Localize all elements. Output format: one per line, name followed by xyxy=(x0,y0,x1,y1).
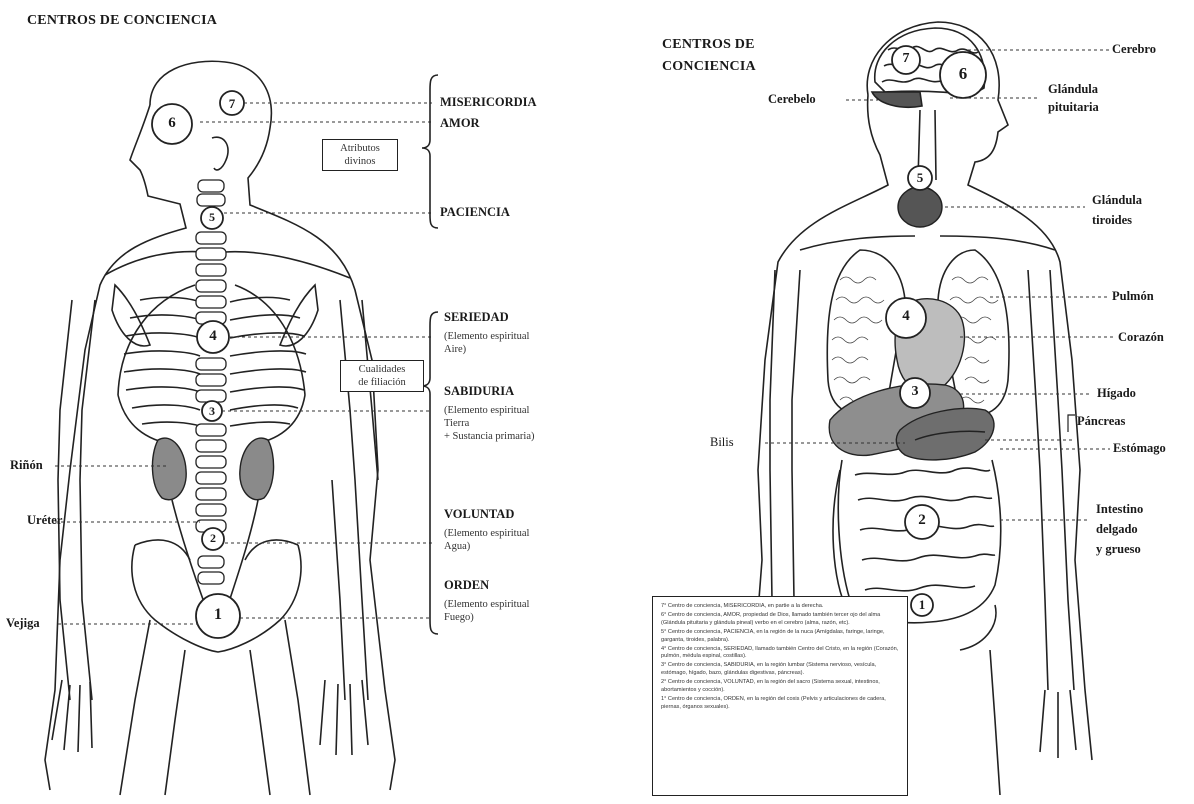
center-4-number: 4 xyxy=(198,328,228,345)
box-atributos-line2: divinos xyxy=(327,155,393,168)
label-paciencia: PACIENCIA xyxy=(440,205,510,219)
label-rinon: Riñón xyxy=(10,458,43,472)
center-5-number: 5 xyxy=(197,210,227,225)
label-seriedad: SERIEDAD xyxy=(444,310,509,324)
box-cualidades-line1: Cualidades xyxy=(345,363,419,376)
legend-item: 4° Centro de conciencia, SERIEDAD, llama… xyxy=(661,646,899,662)
voluntad-sub-2: Agua) xyxy=(444,540,529,553)
box-atributos-divinos: Atributos divinos xyxy=(322,139,398,171)
label-glandula-pituitaria: Glándula pituitaria xyxy=(1048,80,1099,116)
legend-item: 1° Centro de conciencia, ORDEN, en la re… xyxy=(661,696,899,712)
label-amor: AMOR xyxy=(440,116,480,130)
orden-sub-1: (Elemento espiritual xyxy=(444,598,529,611)
label-higado: Hígado xyxy=(1097,386,1136,400)
label-glandula-tiroides: Glándula tiroides xyxy=(1092,190,1142,230)
right-title: CENTROS DE CONCIENCIA xyxy=(662,34,756,78)
label-ureter: Uréter xyxy=(27,513,62,527)
orden-sub-2: Fuego) xyxy=(444,611,529,624)
label-bilis: Bilis xyxy=(710,435,734,449)
legend-item: 5° Centro de conciencia, PACIENCIA, en l… xyxy=(661,629,899,645)
right-center-4-number: 4 xyxy=(891,308,921,325)
sabiduria-sub-2: Tierra xyxy=(444,417,534,430)
sabiduria-sub-1: (Elemento espiritual xyxy=(444,404,534,417)
center-1-number: 1 xyxy=(203,606,233,624)
sabiduria-subtext: (Elemento espiritual Tierra + Sustancia … xyxy=(444,404,534,443)
pituitaria-line2: pituitaria xyxy=(1048,98,1099,116)
legend-item: 7° Centro de conciencia, MISERICORDIA, e… xyxy=(661,603,899,611)
center-7-number: 7 xyxy=(217,96,247,112)
label-corazon: Corazón xyxy=(1118,330,1164,344)
right-center-1-number: 1 xyxy=(907,597,937,613)
seriedad-sub-2: Aire) xyxy=(444,343,529,356)
label-pancreas: Páncreas xyxy=(1077,414,1125,428)
label-estomago: Estómago xyxy=(1113,441,1166,455)
center-3-number: 3 xyxy=(197,404,227,419)
label-sabiduria: SABIDURIA xyxy=(444,384,514,398)
voluntad-subtext: (Elemento espiritual Agua) xyxy=(444,527,529,553)
legend-item: 6° Centro de conciencia, AMOR, propiedad… xyxy=(661,612,899,628)
legend-item: 3° Centro de conciencia, SABIDURIA, en l… xyxy=(661,662,899,678)
label-misericordia: MISERICORDIA xyxy=(440,95,537,109)
voluntad-sub-1: (Elemento espiritual xyxy=(444,527,529,540)
box-cualidades-line2: de filiación xyxy=(345,376,419,389)
label-vejiga: Vejiga xyxy=(6,616,40,630)
seriedad-subtext: (Elemento espiritual Aire) xyxy=(444,330,529,356)
intestino-line2: delgado xyxy=(1096,519,1143,539)
right-title-line2: CONCIENCIA xyxy=(662,56,756,78)
seriedad-sub-1: (Elemento espiritual xyxy=(444,330,529,343)
right-center-7-number: 7 xyxy=(891,51,921,67)
tiroides-line2: tiroides xyxy=(1092,210,1142,230)
tiroides-line1: Glándula xyxy=(1092,190,1142,210)
label-pulmon: Pulmón xyxy=(1112,289,1154,303)
label-orden: ORDEN xyxy=(444,578,489,592)
center-6-number: 6 xyxy=(157,115,187,132)
intestino-line3: y grueso xyxy=(1096,539,1143,559)
intestino-line1: Intestino xyxy=(1096,499,1143,519)
box-cualidades-filiacion: Cualidades de filiación xyxy=(340,360,424,392)
label-intestino: Intestino delgado y grueso xyxy=(1096,499,1143,559)
sabiduria-sub-3: + Sustancia primaria) xyxy=(444,430,534,443)
label-cerebro: Cerebro xyxy=(1112,42,1156,56)
right-title-line1: CENTROS DE xyxy=(662,34,756,56)
legend-item: 2° Centro de conciencia, VOLUNTAD, en la… xyxy=(661,679,899,695)
right-center-3-number: 3 xyxy=(900,384,930,400)
orden-subtext: (Elemento espiritual Fuego) xyxy=(444,598,529,624)
right-center-6-number: 6 xyxy=(948,64,978,84)
label-voluntad: VOLUNTAD xyxy=(444,507,514,521)
right-center-5-number: 5 xyxy=(905,170,935,186)
left-title: CENTROS DE CONCIENCIA xyxy=(27,13,217,29)
box-atributos-line1: Atributos xyxy=(327,142,393,155)
pituitaria-line1: Glándula xyxy=(1048,80,1099,98)
right-center-2-number: 2 xyxy=(907,512,937,529)
center-2-number: 2 xyxy=(198,531,228,546)
label-cerebelo: Cerebelo xyxy=(768,92,816,106)
legend-box: 7° Centro de conciencia, MISERICORDIA, e… xyxy=(652,596,908,796)
